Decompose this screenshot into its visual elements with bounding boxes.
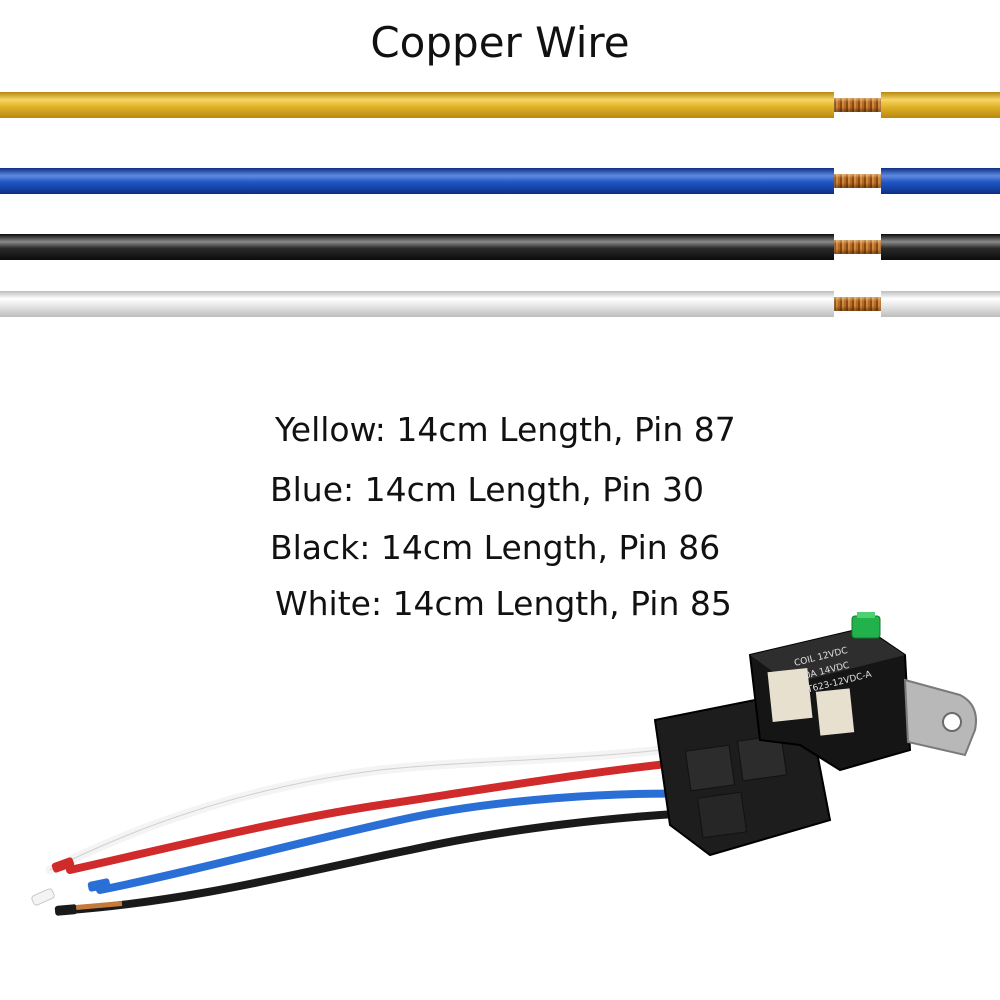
blue-wire-insulation-end xyxy=(881,168,1000,194)
blue-wire-copper-core xyxy=(834,174,881,188)
yellow-wire-insulation-end xyxy=(881,92,1000,118)
mounting-hole xyxy=(942,712,962,732)
black-lead-tip xyxy=(54,904,78,916)
yellow-wire-copper-core xyxy=(834,98,881,112)
white-wire-insulation-end xyxy=(881,291,1000,317)
page-title: Copper Wire xyxy=(370,18,630,67)
spec-blue: Blue: 14cm Length, Pin 30 xyxy=(270,470,704,509)
white-lead-tip xyxy=(31,888,55,906)
red-lead-tip xyxy=(51,857,75,873)
mounting-bracket xyxy=(903,678,977,757)
blue-lead-tip xyxy=(87,878,111,892)
yellow-wire xyxy=(0,92,1000,118)
yellow-wire-insulation xyxy=(0,92,834,118)
black-wire-insulation xyxy=(0,234,834,260)
black-wire xyxy=(0,234,1000,260)
black-lead xyxy=(66,808,724,914)
spec-white: White: 14cm Length, Pin 85 xyxy=(275,584,732,623)
white-wire xyxy=(0,291,1000,317)
spec-black: Black: 14cm Length, Pin 86 xyxy=(270,528,721,567)
relay-harness-photo: COIL 12VDC 30A 14VDC ZT623-12VDC-A xyxy=(31,612,977,916)
copper-strand xyxy=(75,901,123,910)
red-lead xyxy=(66,756,709,874)
blue-wire-insulation xyxy=(0,168,834,194)
white-lead-outline xyxy=(49,744,701,871)
green-fuse xyxy=(851,612,881,639)
white-wire-copper-core xyxy=(834,297,881,311)
black-wire-insulation-end xyxy=(881,234,1000,260)
relay-body xyxy=(748,626,912,772)
blue-lead xyxy=(96,789,724,894)
white-wire-insulation xyxy=(0,291,834,317)
blue-wire xyxy=(0,168,1000,194)
spec-yellow: Yellow: 14cm Length, Pin 87 xyxy=(275,410,736,449)
black-wire-copper-core xyxy=(834,240,881,254)
